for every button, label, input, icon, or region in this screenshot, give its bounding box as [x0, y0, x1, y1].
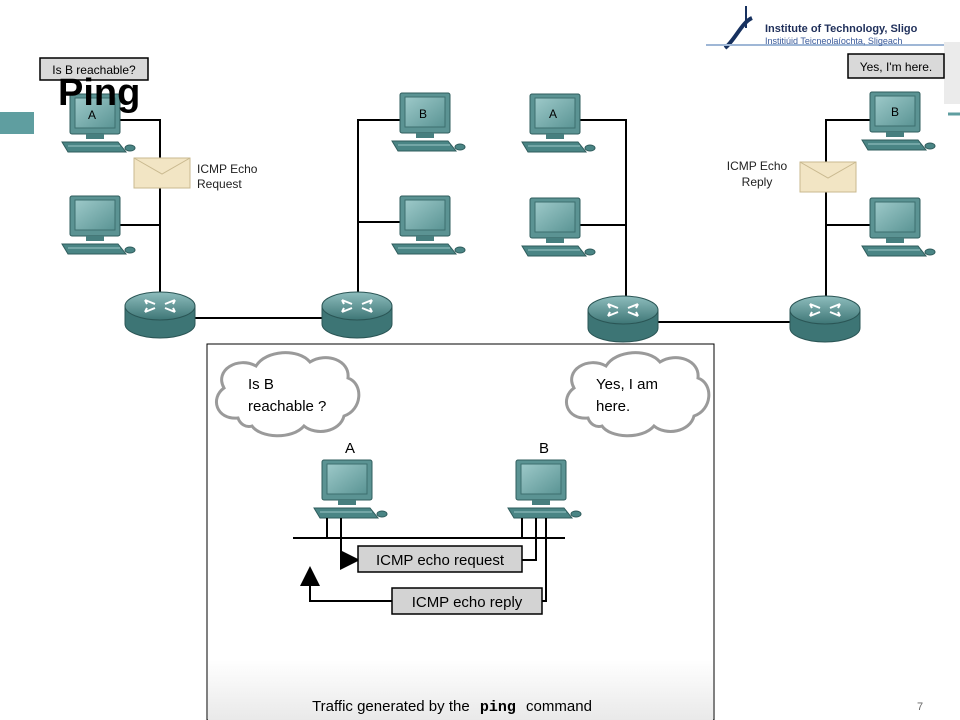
caption-before: Traffic generated by the: [312, 698, 470, 715]
cloud-left-line1: Is B: [248, 376, 274, 393]
question-callout-text: Is B reachable?: [52, 63, 136, 77]
caption-after: command: [526, 698, 592, 715]
answer-callout-text: Yes, I'm here.: [860, 60, 933, 74]
cloud-right-line1: Yes, I am: [596, 376, 658, 393]
echo-reply-box: [391, 587, 543, 615]
echo-request-label-2: Request: [197, 177, 242, 191]
envelope-icon: [133, 157, 191, 189]
inset-caption: Traffic generated by the ping command: [312, 698, 592, 716]
request-arrow: [340, 518, 360, 570]
inset-caption-band: [208, 660, 713, 720]
router-icon: [124, 291, 196, 339]
host-b-computer-icon: [861, 91, 936, 151]
reply-network: A B ICMP Echo Reply Yes, I'm here.: [521, 53, 945, 343]
right-edge-tab: [944, 42, 960, 104]
router-icon: [587, 295, 659, 343]
inset-host-b-label: B: [539, 440, 549, 457]
logo-swoosh-icon: [723, 16, 753, 50]
envelope-icon: [799, 161, 857, 193]
echo-reply-label-2: Reply: [742, 175, 773, 189]
request-to-b-line: [522, 518, 537, 561]
host-b-label: B: [891, 105, 899, 119]
echo-reply-text: ICMP echo reply: [412, 594, 523, 611]
reply-from-b-line: [542, 518, 547, 602]
host-b-computer-icon: [391, 92, 466, 152]
host-a-computer-icon: [521, 93, 596, 153]
echo-reply-label-1: ICMP Echo: [727, 159, 788, 173]
request-network: A B ICMP Echo Request Is B reachable?: [39, 57, 466, 339]
computer-icon: [391, 195, 466, 255]
echo-request-text: ICMP echo request: [376, 552, 505, 569]
echo-request-label-1: ICMP Echo: [197, 162, 258, 176]
institute-logo: Institute of Technology, Sligo Institiúi…: [706, 6, 950, 50]
host-a-label: A: [549, 107, 557, 121]
router-icon: [789, 295, 861, 343]
answer-callout: Yes, I'm here.: [847, 53, 945, 79]
logo-line2: Institiúid Teicneolaíochta, Sligeach: [765, 36, 902, 46]
router-icon: [321, 291, 393, 339]
computer-icon: [521, 197, 596, 257]
host-b-label: B: [419, 107, 427, 121]
logo-line1: Institute of Technology, Sligo: [765, 23, 918, 35]
cloud-right-line2: here.: [596, 398, 630, 415]
caption-command: ping: [480, 699, 516, 716]
computer-icon: [861, 197, 936, 257]
slide-title: Ping: [58, 72, 140, 114]
question-callout: Is B reachable?: [39, 57, 149, 81]
reply-arrow: [300, 566, 392, 602]
page-number: 7: [917, 701, 923, 713]
cloud-left-line2: reachable ?: [248, 398, 326, 415]
left-accent-band: [0, 112, 34, 134]
inset-host-a-label: A: [345, 440, 355, 457]
host-a-label: A: [88, 108, 96, 122]
ping-inset-figure: Is B reachable ? Yes, I am here. A B ICM…: [206, 343, 715, 720]
